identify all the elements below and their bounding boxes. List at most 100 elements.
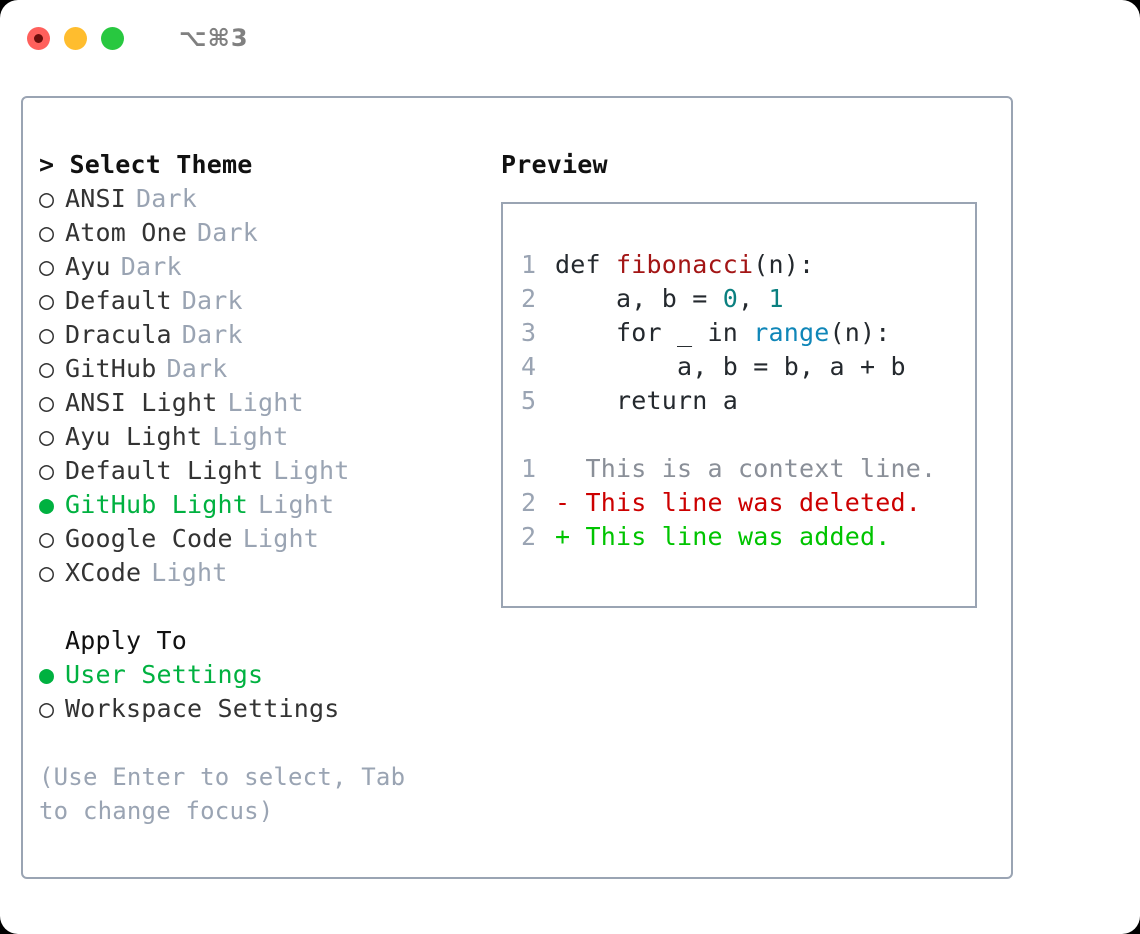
code-token: (n): xyxy=(753,250,815,279)
code-line-content: def fibonacci(n): xyxy=(555,248,814,282)
code-token: , xyxy=(738,284,769,313)
line-number: 2 xyxy=(521,284,537,313)
theme-option-label: Ayu xyxy=(65,252,111,281)
apply-to-option-list[interactable]: ● User Settings ○ Workspace Settings xyxy=(39,658,485,726)
theme-variant-tag: Dark xyxy=(181,320,243,349)
code-token: 1 xyxy=(768,284,784,313)
radio-unselected-icon: ○ xyxy=(39,286,55,315)
line-number: 5 xyxy=(521,386,537,415)
code-line-content: a, b = b, a + b xyxy=(555,350,906,384)
theme-option-ayu[interactable]: ○ Ayu Dark xyxy=(39,250,485,284)
radio-unselected-icon: ○ xyxy=(39,694,55,723)
line-number: 1 xyxy=(521,250,537,279)
theme-variant-tag: Dark xyxy=(136,184,198,213)
theme-variant-tag: Light xyxy=(151,558,228,587)
preview-heading: Preview xyxy=(501,150,608,179)
theme-option-label: ANSI xyxy=(65,184,127,213)
theme-option-github[interactable]: ○ GitHub Dark xyxy=(39,352,485,386)
diff-line: 2 + This line was added. xyxy=(521,520,975,554)
radio-unselected-icon: ○ xyxy=(39,252,55,281)
diff-line-content: - This line was deleted. xyxy=(555,488,922,517)
diff-line: 1 This is a context line. xyxy=(521,452,975,486)
radio-selected-icon: ● xyxy=(39,490,55,519)
keyboard-shortcut-label: ⌥⌘3 xyxy=(179,24,249,52)
theme-variant-tag: Dark xyxy=(181,286,243,315)
theme-option-dracula[interactable]: ○ Dracula Dark xyxy=(39,318,485,352)
radio-unselected-icon: ○ xyxy=(39,354,55,383)
code-line: 5 return a xyxy=(521,384,975,418)
radio-unselected-icon: ○ xyxy=(39,184,55,213)
code-line-content: a, b = 0, 1 xyxy=(555,282,784,316)
code-token: 0 xyxy=(722,284,739,313)
code-line-content: for _ in range(n): xyxy=(555,316,891,350)
line-number: 4 xyxy=(521,352,537,381)
radio-unselected-icon: ○ xyxy=(39,422,55,451)
line-number: 2 xyxy=(521,488,537,517)
radio-unselected-icon: ○ xyxy=(39,388,55,417)
code-line-content: return a xyxy=(555,384,738,418)
keyboard-hint-text: (Use Enter to select, Tab to change focu… xyxy=(39,763,406,825)
radio-unselected-icon: ○ xyxy=(39,558,55,587)
diff-sample: 1 This is a context line.2- This line wa… xyxy=(521,452,975,554)
theme-option-label: XCode xyxy=(65,558,142,587)
theme-option-label: GitHub xyxy=(65,354,157,383)
theme-variant-tag: Light xyxy=(273,456,350,485)
title-bar: ⌥⌘3 xyxy=(0,0,1140,76)
radio-unselected-icon: ○ xyxy=(39,320,55,349)
line-number: 3 xyxy=(521,318,537,347)
code-token: fibonacci xyxy=(616,250,754,279)
theme-option-label: Google Code xyxy=(65,524,233,553)
apply-to-heading: Apply To xyxy=(65,626,188,655)
theme-option-label: Dracula xyxy=(65,320,172,349)
theme-option-ansi-light[interactable]: ○ ANSI Light Light xyxy=(39,386,485,420)
theme-variant-tag: Dark xyxy=(166,354,228,383)
theme-option-label: Default xyxy=(65,286,172,315)
code-token: return a xyxy=(555,386,739,415)
code-token: for _ in xyxy=(555,318,754,347)
theme-option-ansi[interactable]: ○ ANSI Dark xyxy=(39,182,485,216)
apply-to-option-label: User Settings xyxy=(65,660,264,689)
theme-variant-tag: Dark xyxy=(120,252,182,281)
line-number: 2 xyxy=(521,522,537,551)
diff-line-content: + This line was added. xyxy=(555,522,891,551)
theme-variant-tag: Light xyxy=(227,388,304,417)
theme-option-xcode[interactable]: ○ XCode Light xyxy=(39,556,485,590)
radio-unselected-icon: ○ xyxy=(39,456,55,485)
code-token: range xyxy=(753,318,830,347)
line-number: 1 xyxy=(521,454,537,483)
theme-variant-tag: Light xyxy=(258,490,335,519)
maximize-window-icon[interactable] xyxy=(101,26,124,50)
apply-to-option-workspace-settings[interactable]: ○ Workspace Settings xyxy=(39,692,485,726)
apply-to-option-user-settings[interactable]: ● User Settings xyxy=(39,658,485,692)
theme-option-ayu-light[interactable]: ○ Ayu Light Light xyxy=(39,420,485,454)
theme-variant-tag: Light xyxy=(242,524,320,553)
theme-option-label: ANSI Light xyxy=(65,388,218,417)
traffic-lights xyxy=(27,26,124,50)
apply-to-option-label: Workspace Settings xyxy=(65,694,340,723)
theme-option-label: Ayu Light xyxy=(65,422,203,451)
close-window-icon[interactable] xyxy=(27,26,50,50)
radio-unselected-icon: ○ xyxy=(39,218,55,247)
minimize-window-icon[interactable] xyxy=(64,26,87,50)
theme-option-google-code[interactable]: ○ Google Code Light xyxy=(39,522,485,556)
diff-line: 2 - This line was deleted. xyxy=(521,486,975,520)
diff-line-content: This is a context line. xyxy=(555,454,937,483)
theme-option-default[interactable]: ○ Default Dark xyxy=(39,284,485,318)
code-spacer xyxy=(521,418,975,452)
code-line: 4 a, b = b, a + b xyxy=(521,350,975,384)
code-token: def xyxy=(555,250,617,279)
radio-unselected-icon: ○ xyxy=(39,524,55,553)
theme-variant-tag: Light xyxy=(212,422,289,451)
radio-selected-icon: ● xyxy=(39,660,55,689)
code-token: a, b = b, a + b xyxy=(555,352,906,381)
